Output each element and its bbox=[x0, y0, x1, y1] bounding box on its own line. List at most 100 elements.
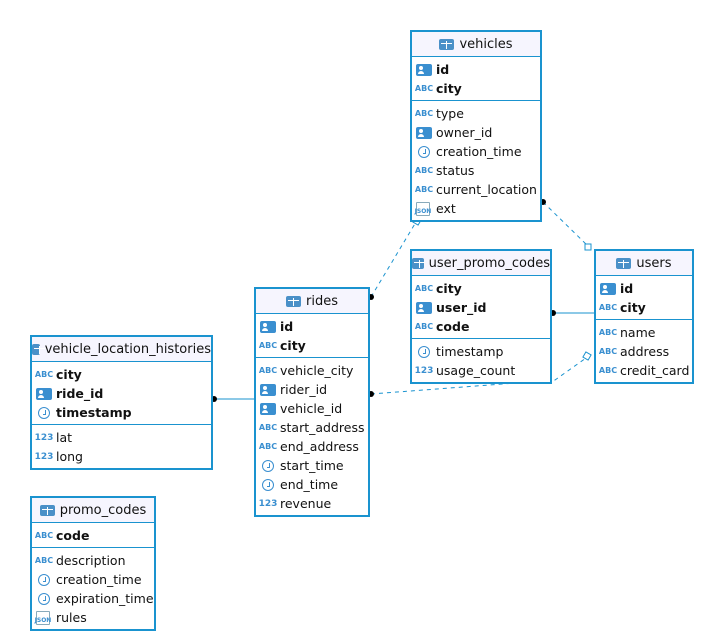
column-name: current_location bbox=[436, 182, 537, 197]
column-name: description bbox=[56, 553, 126, 568]
column-name: ext bbox=[436, 201, 456, 216]
column-row[interactable]: start_time bbox=[256, 456, 368, 475]
column-name: user_id bbox=[436, 300, 487, 315]
column-name: city bbox=[56, 367, 82, 382]
column-name: credit_card bbox=[620, 363, 690, 378]
table-name: rides bbox=[306, 293, 338, 309]
table-header[interactable]: vehicles bbox=[412, 32, 540, 57]
abc-icon: ABC bbox=[258, 423, 278, 432]
table-header[interactable]: user_promo_codes bbox=[412, 251, 550, 276]
column-row[interactable]: timestamp bbox=[412, 342, 550, 361]
column-name: status bbox=[436, 163, 475, 178]
column-row[interactable]: creation_time bbox=[32, 570, 154, 589]
abc-icon: ABC bbox=[414, 84, 434, 93]
column-row[interactable]: timestamp bbox=[32, 403, 211, 422]
column-name: code bbox=[56, 528, 90, 543]
abc-icon: ABC bbox=[414, 284, 434, 293]
table-icon bbox=[286, 295, 301, 307]
clock-icon bbox=[262, 478, 274, 491]
table-icon bbox=[39, 504, 55, 516]
column-row[interactable]: user_id bbox=[412, 298, 550, 317]
column-name: creation_time bbox=[436, 144, 522, 159]
table-icon bbox=[616, 257, 632, 269]
id-icon bbox=[416, 63, 432, 76]
table-name: user_promo_codes bbox=[428, 255, 550, 271]
column-row[interactable]: id bbox=[596, 279, 692, 298]
abc-icon: ABC bbox=[34, 370, 54, 379]
column-row[interactable]: creation_time bbox=[412, 142, 540, 161]
abc-icon: ABC bbox=[598, 366, 618, 375]
table-header[interactable]: rides bbox=[256, 289, 368, 314]
column-name: name bbox=[620, 325, 656, 340]
column-name: ride_id bbox=[56, 386, 104, 401]
column-row[interactable]: end_time bbox=[256, 475, 368, 494]
id-icon bbox=[36, 387, 52, 400]
table-header[interactable]: users bbox=[596, 251, 692, 276]
id-icon bbox=[260, 402, 276, 415]
column-name: long bbox=[56, 449, 83, 464]
table-header[interactable]: promo_codes bbox=[32, 498, 154, 523]
column-row[interactable]: expiration_time bbox=[32, 589, 154, 608]
column-row[interactable]: owner_id bbox=[412, 123, 540, 142]
link-end-square bbox=[584, 243, 592, 251]
column-row[interactable]: ride_id bbox=[32, 384, 211, 403]
column-row[interactable]: id bbox=[256, 317, 368, 336]
column-name: start_time bbox=[280, 458, 344, 473]
abc-icon: ABC bbox=[34, 556, 54, 565]
table-header[interactable]: vehicle_location_histories bbox=[32, 337, 211, 362]
column-name: id bbox=[436, 62, 450, 77]
abc-icon: ABC bbox=[258, 442, 278, 451]
link-rides-vehicles bbox=[370, 221, 417, 298]
column-row[interactable]: vehicle_id bbox=[256, 399, 368, 418]
column-name: vehicle_id bbox=[280, 401, 343, 416]
id-icon bbox=[600, 282, 616, 295]
abc-icon: ABC bbox=[34, 531, 54, 540]
column-name: usage_count bbox=[436, 363, 516, 378]
column-name: creation_time bbox=[56, 572, 142, 587]
column-row[interactable]: rider_id bbox=[256, 380, 368, 399]
column-name: code bbox=[436, 319, 470, 334]
column-name: timestamp bbox=[56, 405, 132, 420]
num-icon: 123 bbox=[414, 365, 434, 376]
column-name: address bbox=[620, 344, 670, 359]
column-row[interactable]: id bbox=[412, 60, 540, 79]
abc-icon: ABC bbox=[414, 185, 434, 194]
